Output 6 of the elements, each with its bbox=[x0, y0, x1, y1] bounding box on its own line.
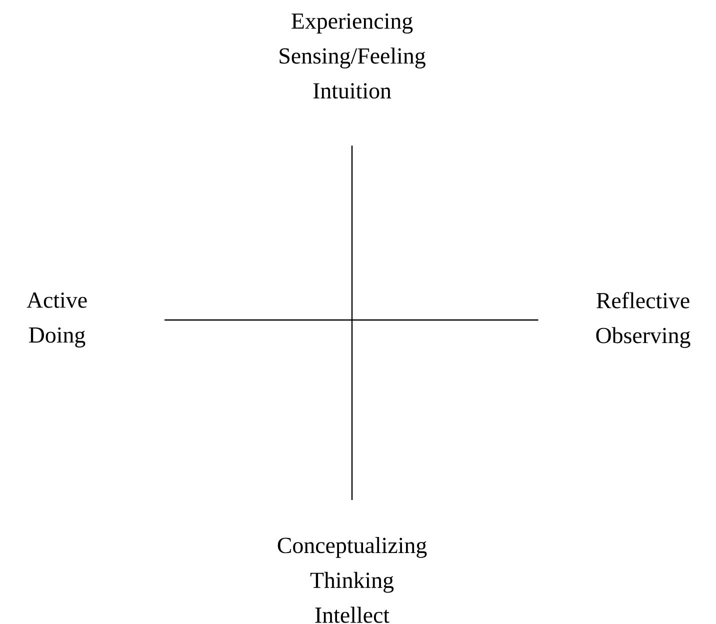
axis-line bbox=[164, 319, 538, 321]
axis-line bbox=[351, 146, 353, 500]
node-label: Reflective Observing bbox=[596, 292, 690, 348]
node-label: Conceptualizing Thinking Intellect bbox=[278, 537, 427, 623]
node-label: Experiencing Sensing/Feeling Intuition bbox=[280, 13, 426, 99]
node-label: Active Doing bbox=[26, 292, 87, 348]
